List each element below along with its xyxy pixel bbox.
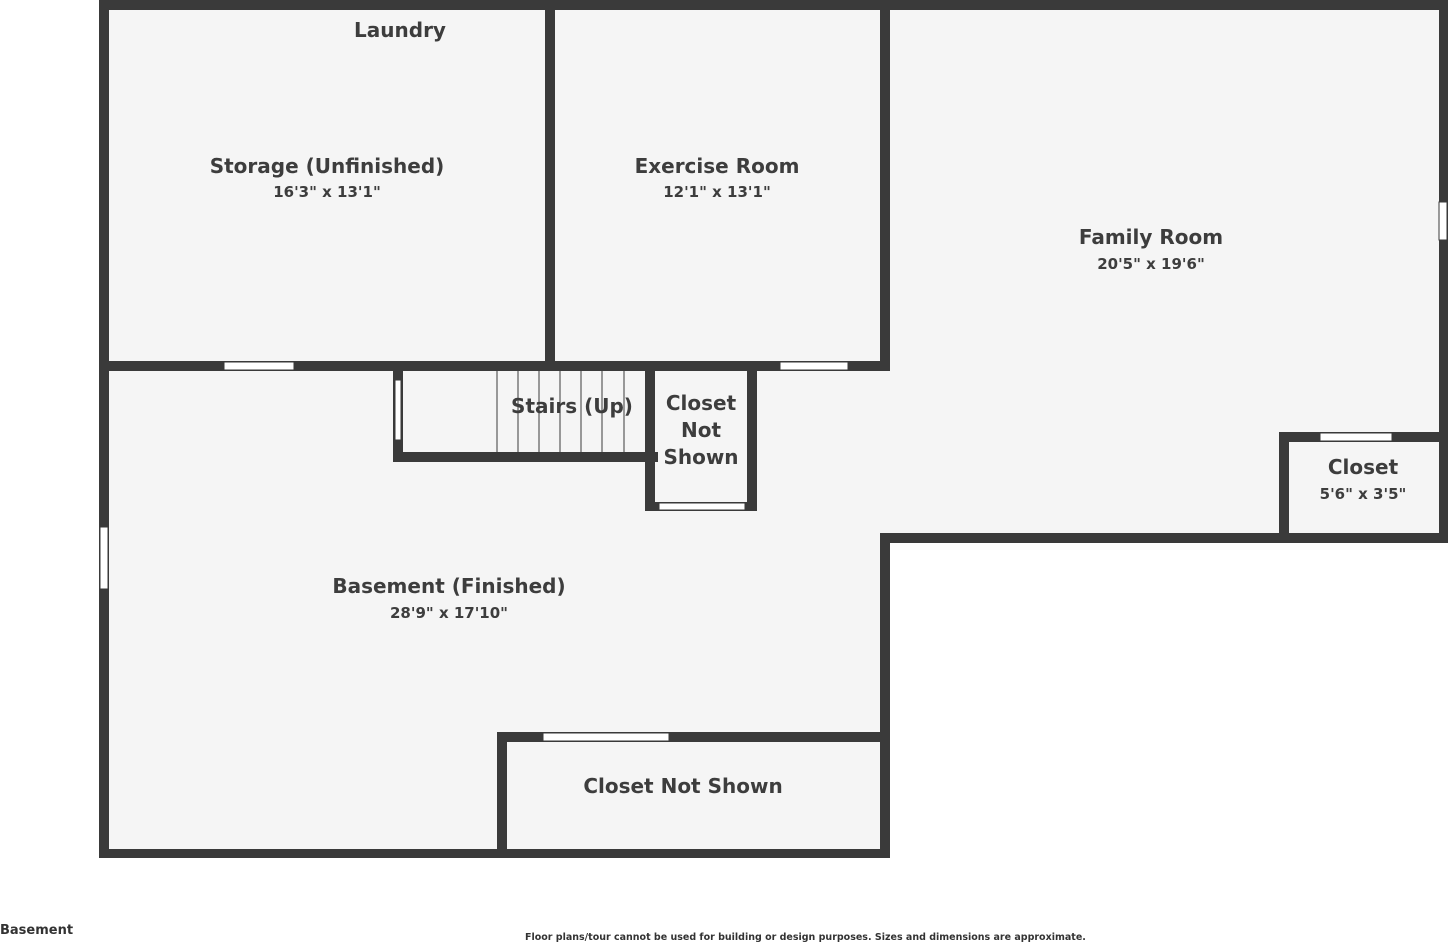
- exercise-room-label: Exercise Room: [635, 154, 800, 178]
- storage-dimensions: 16'3" x 13'1": [273, 183, 381, 201]
- basement-dimensions: 28'9" x 17'10": [390, 604, 508, 622]
- storage-label: Storage (Unfinished): [210, 154, 445, 178]
- stair-treads: [496, 371, 625, 452]
- floor-fills: [100, 0, 1448, 858]
- closet-not-shown-small-line1: Closet: [666, 391, 737, 415]
- closet-not-shown-bottom-label: Closet Not Shown: [583, 774, 782, 798]
- basement-label: Basement (Finished): [332, 574, 565, 598]
- doorway-closet-bottom: [542, 732, 670, 742]
- family-room-dimensions: 20'5" x 19'6": [1097, 255, 1205, 273]
- doorway-exercise: [779, 361, 849, 371]
- doorway-closet-small: [658, 502, 746, 511]
- closet-not-shown-small-line3: Shown: [663, 445, 738, 469]
- closet-label: Closet: [1328, 455, 1399, 479]
- exterior-walls: [99, 0, 1448, 858]
- stair-wall-opening: [394, 379, 402, 441]
- closet-dimensions: 5'6" x 3'5": [1320, 485, 1407, 503]
- disclaimer-text: Floor plans/tour cannot be used for buil…: [525, 932, 1086, 943]
- closet-not-shown-small-line2: Not: [681, 418, 721, 442]
- window-basement: [99, 526, 109, 590]
- laundry-label: Laundry: [354, 18, 446, 42]
- doorway-closet: [1319, 432, 1393, 442]
- exercise-room-dimensions: 12'1" x 13'1": [663, 183, 771, 201]
- stairs-label: Stairs (Up): [511, 394, 633, 418]
- window-family: [1438, 201, 1448, 241]
- family-room-label: Family Room: [1079, 225, 1223, 249]
- floor-label: Basement: [0, 923, 74, 938]
- openings: [99, 201, 1448, 742]
- doorway-storage: [223, 361, 295, 371]
